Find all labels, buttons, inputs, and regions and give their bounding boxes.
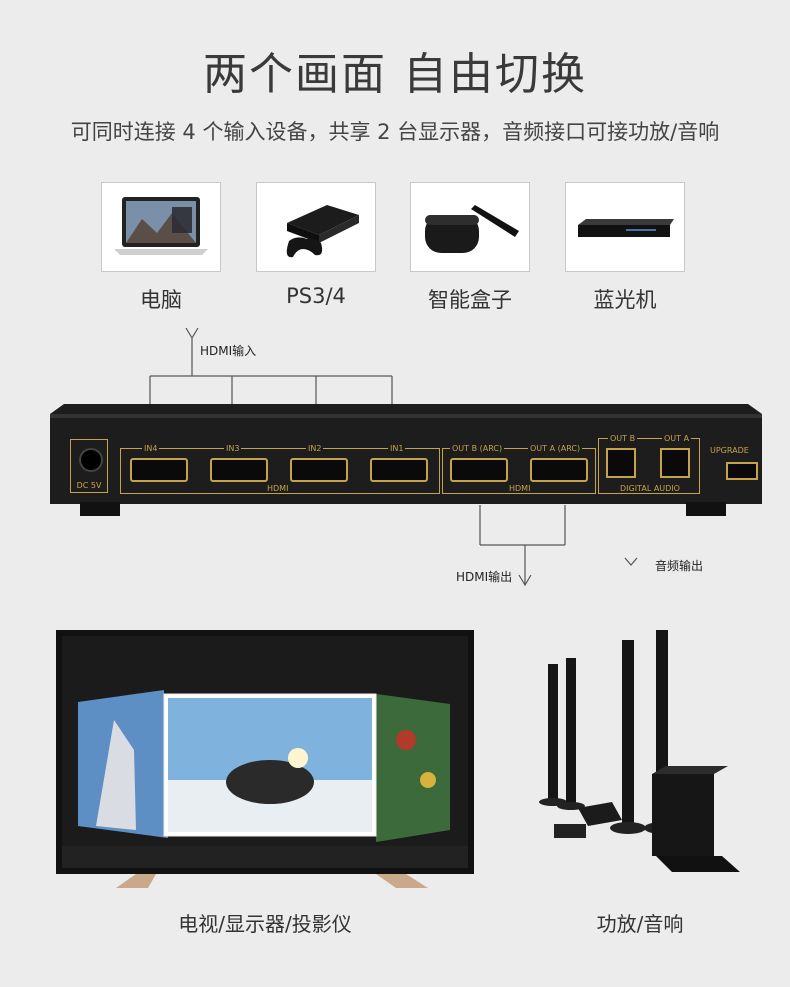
source-label-tvbox: 智能盒子 [428,288,512,312]
hdmi-in3-port[interactable] [210,458,268,482]
hdmi-in4-port[interactable] [130,458,188,482]
hdmi-out-b-port[interactable] [450,458,508,482]
hdmi-input-group [120,448,440,494]
tv-box-icon [425,205,519,253]
source-card-tvbox [410,182,530,272]
hdmi-input-label: HDMI输入 [200,344,257,358]
in3-label: IN3 [224,444,242,453]
audio-out-b-label: OUT B [608,434,638,443]
in1-label: IN1 [388,444,406,453]
upgrade-label: UPGRADE [710,446,749,455]
game-console-icon [286,205,359,258]
optical-out-a-port[interactable] [660,448,690,478]
hdmi-in2-port[interactable] [290,458,348,482]
hdmi-output-wiring [479,505,638,587]
audio-destination-label: 功放/音响 [596,912,684,936]
hdmi-in1-port[interactable] [370,458,428,482]
dc-power-label: DC 5V [76,481,102,490]
source-card-bluray [565,182,685,272]
bluray-player-icon [578,219,674,237]
hdmi-output-group [442,448,596,494]
tv-destination-label: 电视/显示器/投影仪 [178,912,352,936]
in4-label: IN4 [142,444,160,453]
tv-display-image [56,630,474,892]
out-a-arc-label: OUT A (ARC) [528,444,583,453]
optical-out-b-port[interactable] [606,448,636,478]
digital-audio-label: DIGITAL AUDIO [618,484,682,493]
in2-label: IN2 [306,444,324,453]
usb-upgrade-port[interactable] [726,462,758,480]
dc-power-port[interactable]: DC 5V [70,439,108,493]
hdmi-input-wiring [149,327,393,404]
digital-audio-group [598,438,700,494]
speaker-system-image [530,626,762,888]
out-b-arc-label: OUT B (ARC) [450,444,505,453]
page-subtitle: 可同时连接 4 个输入设备，共享 2 台显示器，音频接口可接功放/音响 [70,120,720,144]
source-label-ps: PS3/4 [286,284,346,308]
hdmi-output-group-label: HDMI [506,484,534,493]
hdmi-input-group-label: HDMI [264,484,292,493]
audio-output-label: 音频输出 [655,559,704,573]
laptop-icon [114,197,208,255]
audio-out-a-label: OUT A [662,434,692,443]
hdmi-out-a-port[interactable] [530,458,588,482]
source-label-bluray: 蓝光机 [593,288,657,312]
hdmi-matrix-device: DC 5V IN4 IN3 IN2 IN1 HDMI OUT B (ARC) O… [50,404,762,516]
source-card-computer [101,182,221,272]
source-card-ps [256,182,376,272]
hdmi-output-label: HDMI输出 [456,570,513,584]
page-title: 两个画面 自由切换 [203,49,587,100]
source-label-computer: 电脑 [140,288,182,312]
